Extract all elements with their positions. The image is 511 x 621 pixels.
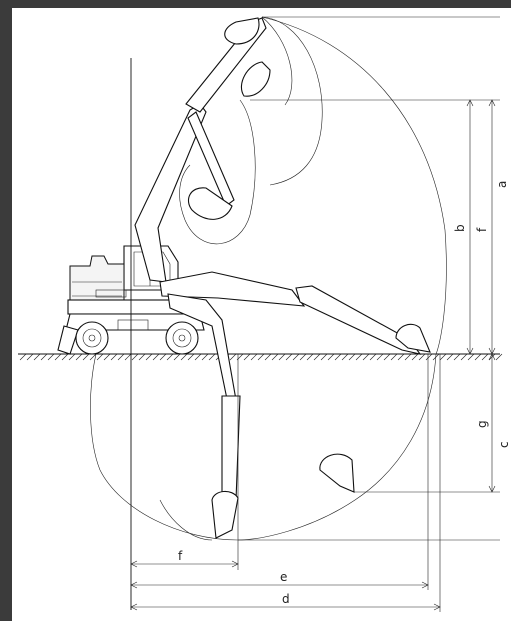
left-margin: [0, 0, 12, 621]
raised-bucket: [240, 61, 271, 97]
down-bucket: [211, 490, 239, 539]
top-margin: [0, 0, 511, 8]
dimension-g: g: [475, 353, 496, 493]
label-f-vertical: f: [475, 227, 489, 232]
vertical-dimension-extensions: [238, 16, 500, 541]
lower-envelope: [159, 499, 213, 541]
middle-envelope-1: [261, 16, 323, 186]
boom-horizontal: [159, 271, 431, 355]
horizontal-bucket: [395, 323, 431, 353]
outer-envelope: [90, 16, 447, 541]
horizontal-boom: [159, 271, 306, 307]
raised-bucket-top: [224, 17, 260, 45]
label-c: c: [497, 441, 511, 448]
dimension-f-vertical: f: [475, 227, 489, 232]
horizontal-stick: [295, 285, 422, 355]
front-wheel: [75, 321, 109, 355]
deep-bucket: [319, 453, 355, 493]
label-b: b: [453, 224, 467, 232]
dimension-d: d: [130, 592, 441, 611]
ground-line: [18, 353, 503, 361]
step: [117, 319, 149, 331]
label-a: a: [495, 181, 509, 188]
brand-plate: [95, 289, 127, 298]
label-g: g: [475, 420, 489, 428]
dimension-f-bottom: f: [130, 549, 239, 568]
boom-down: [167, 293, 355, 539]
dimension-e: e: [130, 570, 429, 589]
outrigger: [57, 325, 79, 355]
dimension-c: c: [497, 441, 511, 448]
label-f-bottom: f: [178, 549, 183, 563]
label-e: e: [280, 570, 287, 584]
inner-envelope: [179, 99, 256, 245]
rear-wheel: [165, 321, 199, 355]
dimension-b: b: [453, 99, 474, 355]
dimension-a: a: [488, 99, 509, 355]
mid-bucket: [188, 187, 233, 220]
down-stick: [221, 395, 241, 505]
boom-raised: [134, 17, 271, 283]
label-d: d: [282, 592, 290, 606]
middle-envelope-2: [261, 16, 293, 106]
